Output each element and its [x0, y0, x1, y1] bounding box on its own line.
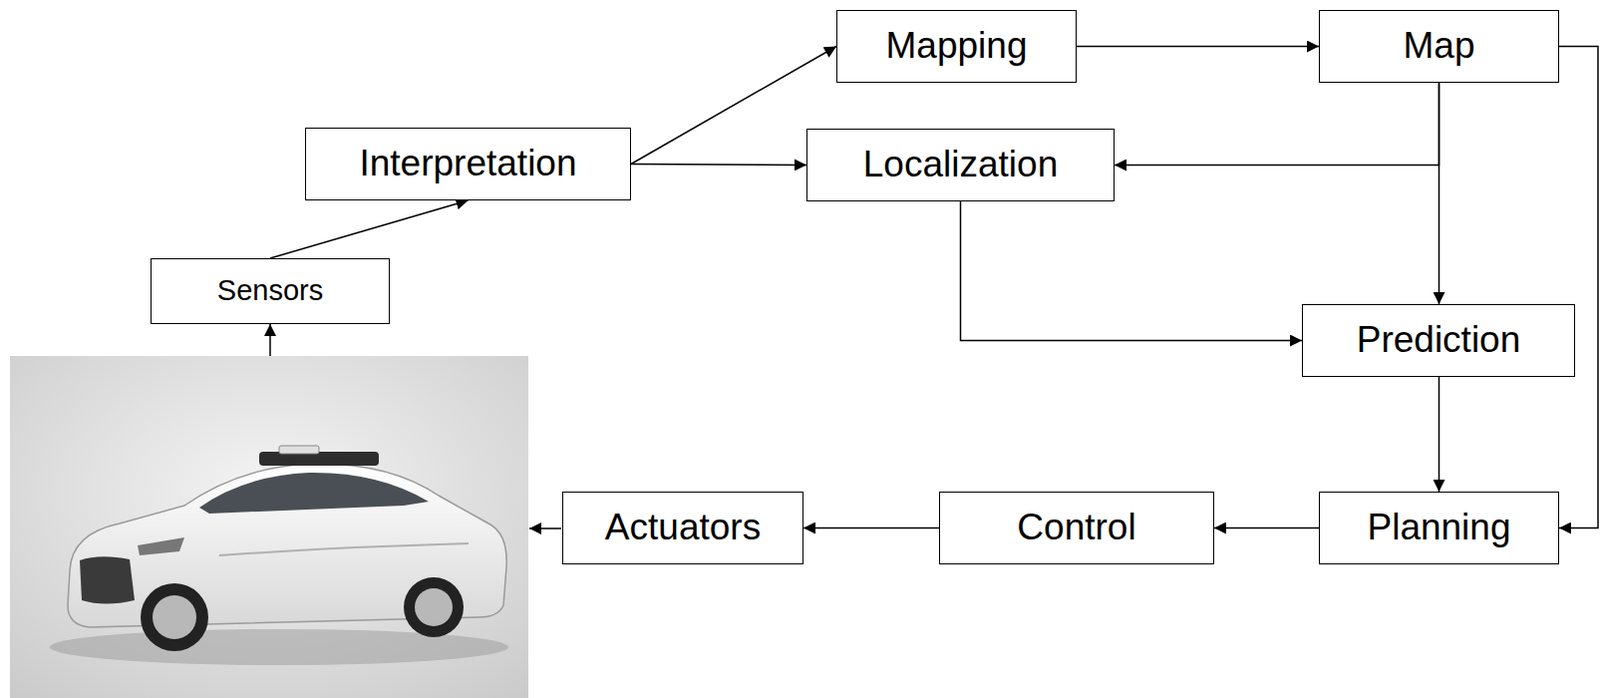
process-box: Localization	[806, 128, 1115, 202]
photo-background	[9, 355, 529, 698]
arrow-connector	[631, 164, 807, 166]
arrow-connector	[270, 200, 469, 259]
car-headlight	[137, 537, 185, 556]
car-grille	[79, 556, 135, 604]
arrow-connector	[1114, 82, 1440, 166]
rear-wheel	[403, 577, 464, 638]
box-label: Actuators	[605, 506, 761, 550]
box-label: Localization	[863, 143, 1058, 187]
box-label: Mapping	[886, 24, 1028, 68]
roof-sensor-pod	[259, 451, 379, 466]
car-to-sensors-arrow	[269, 323, 272, 356]
arrow-connector	[1559, 46, 1599, 529]
front-wheel	[140, 583, 209, 651]
roof-sensor-mount	[279, 445, 320, 454]
process-box: Mapping	[836, 9, 1077, 83]
arrow-connector	[1438, 376, 1441, 492]
car-photo	[9, 355, 529, 698]
rear-rim	[414, 588, 453, 627]
process-box: Actuators	[562, 491, 804, 565]
process-box: Interpretation	[305, 127, 632, 201]
arrow-connector	[803, 527, 940, 530]
box-label: Planning	[1366, 506, 1511, 550]
front-rim	[152, 595, 197, 640]
actuators-to-car-arrow	[529, 527, 562, 530]
arrow-connector	[1214, 527, 1319, 530]
process-box: Prediction	[1301, 304, 1576, 377]
car-windows	[199, 472, 429, 514]
process-box: Sensors	[150, 258, 390, 324]
process-box: Planning	[1318, 491, 1560, 565]
box-label: Interpretation	[358, 142, 577, 186]
box-label: Map	[1403, 24, 1476, 68]
car-body	[67, 463, 507, 628]
arrow-connector	[960, 201, 1303, 341]
side-stripe	[219, 543, 469, 556]
process-box: Map	[1318, 9, 1560, 83]
box-label: Control	[1016, 506, 1136, 550]
box-label: Sensors	[217, 274, 323, 308]
process-box: Control	[939, 491, 1215, 565]
arrow-connector	[1076, 45, 1319, 48]
arrow-connector	[1438, 82, 1441, 305]
box-label: Prediction	[1356, 319, 1522, 362]
